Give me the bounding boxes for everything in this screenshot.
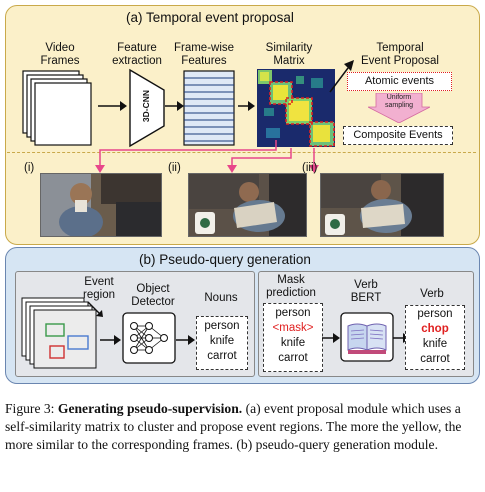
mask-prediction-label: Mask prediction [255, 274, 327, 299]
video-frames-label-line1: Video [45, 42, 75, 54]
verb-item: knife [422, 338, 448, 350]
similarity-line2: Matrix [273, 54, 305, 67]
mask-token: <mask> [272, 322, 314, 334]
event-region-line1: Event [84, 276, 114, 288]
verb-item: carrot [420, 353, 450, 365]
arrow-region-to-detector [100, 335, 121, 345]
mask-item: carrot [278, 352, 308, 364]
frame-wise-line2: Features [181, 54, 227, 67]
video-frames-label-line2: Frames [40, 54, 80, 67]
atomic-events-label: Atomic events [364, 75, 435, 87]
uniform-sampling-arrow [368, 93, 430, 123]
mask-prediction-line2: prediction [266, 286, 316, 299]
object-detector-label: Object Detector [117, 283, 189, 308]
panel-b-title: (b) Pseudo-query generation [139, 252, 311, 267]
composite-events-label: Composite Events [353, 129, 443, 141]
verb-bert-line1: Verb [354, 279, 378, 291]
video-frames-stack [22, 70, 92, 146]
feature-extraction-label: Feature extraction [102, 42, 172, 67]
arrow-features-to-matrix [238, 101, 255, 111]
frame-photo-iii [320, 173, 444, 237]
panel-a-divider [7, 152, 476, 153]
mask-prediction-line1: Mask [277, 274, 305, 286]
nouns-label: Nouns [204, 292, 238, 304]
verb-label: Verb [420, 288, 444, 300]
frame-photo-ii [188, 173, 307, 237]
similarity-matrix [257, 69, 335, 147]
event-region-line2: region [83, 288, 115, 301]
mask-box: person <mask> knife carrot [263, 303, 323, 372]
frame-wise-features [183, 70, 235, 146]
arrow-frames-to-cnn [98, 101, 127, 111]
similarity-line1: Similarity [265, 42, 313, 54]
object-detector-line1: Object [136, 283, 170, 295]
arrow-cnn-to-features [165, 101, 184, 111]
caption-prefix: Figure 3: [5, 401, 58, 416]
verb-item: person [417, 308, 453, 320]
video-frames-label: Video Frames [30, 42, 90, 67]
book-icon [340, 312, 394, 362]
figure-caption: Figure 3: Generating pseudo-supervision.… [5, 400, 481, 454]
composite-events-box: Composite Events [343, 126, 453, 145]
frame-wise-label: Frame-wise Features [166, 42, 242, 67]
cnn-trapezoid [129, 68, 165, 148]
event-region-label: Event region [74, 276, 124, 301]
caption-bold: Generating pseudo-supervision. [57, 401, 243, 416]
frame-label-ii: (ii) [168, 162, 181, 174]
feature-extraction-line2: extraction [112, 54, 162, 67]
similarity-matrix-label: Similarity Matrix [253, 42, 325, 67]
frame-wise-line1: Frame-wise [173, 42, 235, 54]
atomic-events-box: Atomic events [347, 72, 452, 91]
arrow-mask-to-bert [322, 333, 340, 343]
temporal-line1: Temporal [376, 42, 424, 54]
uniform-line2: sampling [384, 102, 413, 109]
frame-label-iii: (iii) [302, 162, 318, 174]
noun-item: knife [209, 335, 235, 347]
panel-a-title: (a) Temporal event proposal [126, 10, 294, 25]
noun-item: carrot [207, 350, 237, 362]
noun-item: person [204, 320, 240, 332]
object-detector-line2: Detector [131, 295, 175, 308]
arrow-detector-to-nouns [176, 335, 195, 345]
verb-bert-line2: BERT [350, 291, 382, 304]
verb-box: person chop knife carrot [405, 305, 465, 370]
verb-bert-label: Verb BERT [338, 279, 394, 304]
verb-highlight: chop [421, 323, 449, 335]
arrow-matrix-to-proposal [329, 60, 354, 93]
pink-arrows [95, 140, 319, 173]
temporal-line2: Event Proposal [361, 54, 439, 67]
nouns-box: person knife carrot [196, 316, 248, 370]
object-detector-network [122, 312, 176, 364]
uniform-line1: Uniform [386, 94, 412, 101]
feature-extraction-line1: Feature [117, 42, 157, 54]
mask-item: person [275, 307, 311, 319]
caption-text: (a) event proposal module which uses a s… [5, 401, 462, 452]
event-region-pointer [87, 301, 103, 317]
uniform-sampling-label: Uniform sampling [368, 94, 430, 110]
mask-item: knife [280, 337, 306, 349]
frame-photo-i [40, 173, 162, 237]
event-region-stack [21, 297, 97, 369]
frame-label-i: (i) [24, 162, 35, 174]
temporal-proposal-label: Temporal Event Proposal [350, 42, 450, 67]
